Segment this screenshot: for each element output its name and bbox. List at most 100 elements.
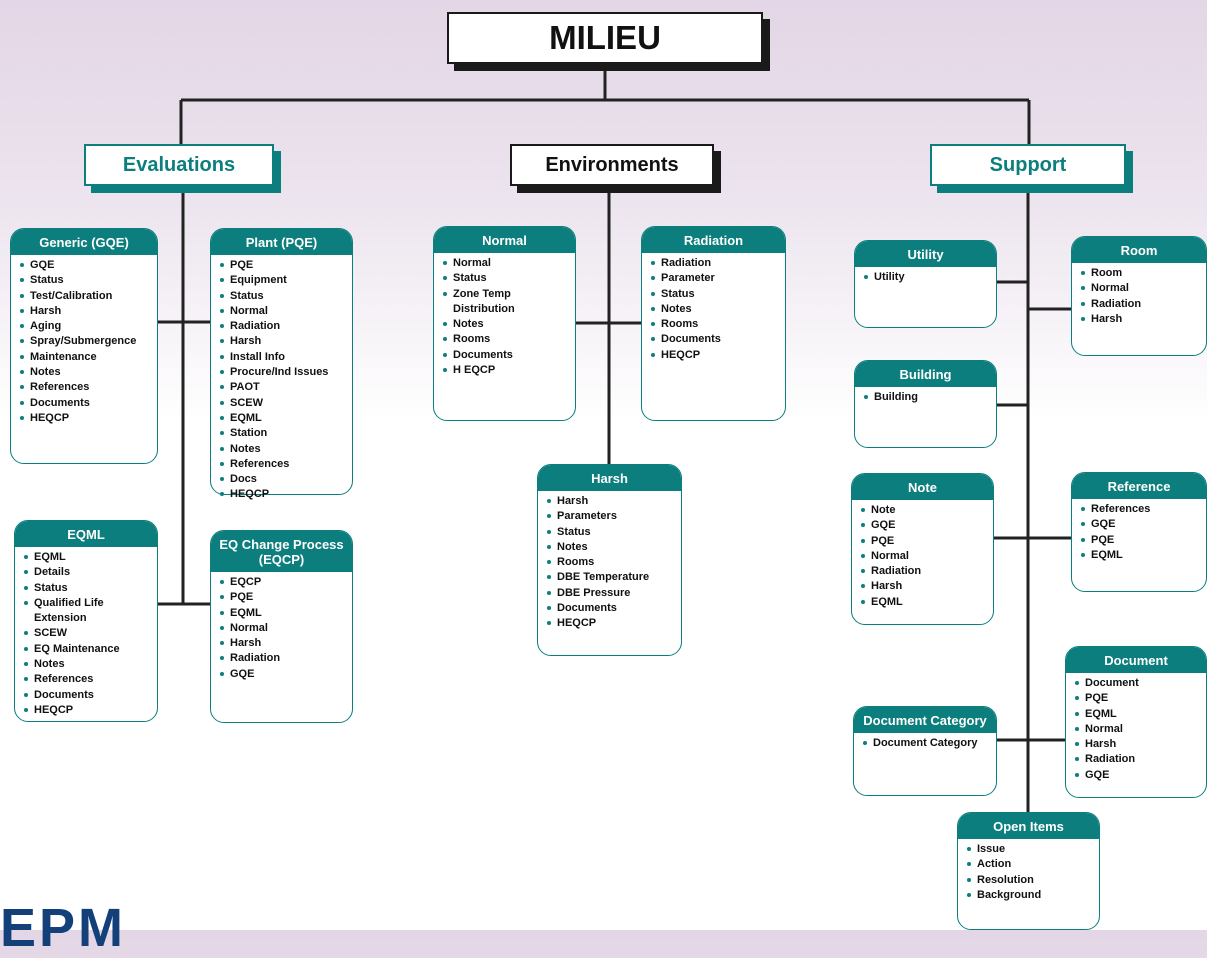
list-item: References	[19, 380, 153, 395]
list-item: Note	[860, 503, 989, 518]
list-item: Normal	[442, 256, 571, 271]
section-environments[interactable]: Environments	[510, 144, 714, 186]
list-item: Status	[19, 273, 153, 288]
list-item: Harsh	[219, 334, 348, 349]
list-item: Harsh	[860, 579, 989, 594]
list-item: Documents	[23, 688, 153, 703]
list-item: EQML	[1080, 548, 1202, 563]
list-item: Radiation	[1080, 297, 1202, 312]
list-item: GQE	[219, 667, 348, 682]
card-item-list: Document Category	[854, 733, 996, 751]
card-header: Radiation	[642, 227, 785, 253]
list-item: Status	[650, 287, 781, 302]
list-item: Harsh	[19, 304, 153, 319]
list-item: Status	[442, 271, 571, 286]
list-item: Room	[1080, 266, 1202, 281]
list-item: Harsh	[1080, 312, 1202, 327]
list-item: Building	[863, 390, 992, 405]
section-support[interactable]: Support	[930, 144, 1126, 186]
list-item: EQ Maintenance	[23, 642, 153, 657]
list-item: GQE	[19, 258, 153, 273]
list-item: GQE	[1074, 768, 1202, 783]
list-item: Parameter	[650, 271, 781, 286]
list-item: Utility	[863, 270, 992, 285]
list-item: Normal	[219, 304, 348, 319]
list-item: PQE	[860, 534, 989, 549]
section-evaluations[interactable]: Evaluations	[84, 144, 274, 186]
list-item: Notes	[650, 302, 781, 317]
list-item: Spray/Submergence	[19, 334, 153, 349]
list-item: References	[23, 672, 153, 687]
card-header: Room	[1072, 237, 1206, 263]
list-item: Rooms	[650, 317, 781, 332]
list-item: Procure/Ind Issues	[219, 365, 348, 380]
list-item: DBE Pressure	[546, 586, 677, 601]
list-item: EQML	[219, 411, 348, 426]
card-header: Document	[1066, 647, 1206, 673]
list-item: HEQCP	[650, 348, 781, 363]
list-item: Station	[219, 426, 348, 441]
card-header: Open Items	[958, 813, 1099, 839]
list-item: EQCP	[219, 575, 348, 590]
card-header: EQ Change Process(EQCP)	[211, 531, 352, 572]
main-title: MILIEU	[447, 12, 763, 64]
list-item: Normal	[1074, 722, 1202, 737]
card-header: EQML	[15, 521, 157, 547]
list-item: PQE	[219, 258, 348, 273]
list-item: PQE	[1080, 533, 1202, 548]
list-item: SCEW	[219, 396, 348, 411]
card-item-list: Utility	[855, 267, 996, 285]
card-header: Note	[852, 474, 993, 500]
list-item: Rooms	[546, 555, 677, 570]
list-item: Install Info	[219, 350, 348, 365]
list-item: Notes	[19, 365, 153, 380]
connector-lines	[158, 64, 1071, 814]
list-item: Status	[23, 581, 153, 596]
list-item: Status	[546, 525, 677, 540]
list-item: HEQCP	[19, 411, 153, 426]
list-item: Normal	[860, 549, 989, 564]
list-item: GQE	[1080, 517, 1202, 532]
list-item: Normal	[219, 621, 348, 636]
list-item: H EQCP	[442, 363, 571, 378]
list-item: Documents	[546, 601, 677, 616]
list-item: EQML	[860, 595, 989, 610]
list-item: Rooms	[442, 332, 571, 347]
list-item: Normal	[1080, 281, 1202, 296]
list-item: SCEW	[23, 626, 153, 641]
list-item: Details	[23, 565, 153, 580]
list-item: Radiation	[219, 319, 348, 334]
list-item: Status	[219, 289, 348, 304]
list-item: Parameters	[546, 509, 677, 524]
list-item: Resolution	[966, 873, 1095, 888]
list-item: PQE	[219, 590, 348, 605]
list-item: PAOT	[219, 380, 348, 395]
card-header: Utility	[855, 241, 996, 267]
card-header: Generic (GQE)	[11, 229, 157, 255]
